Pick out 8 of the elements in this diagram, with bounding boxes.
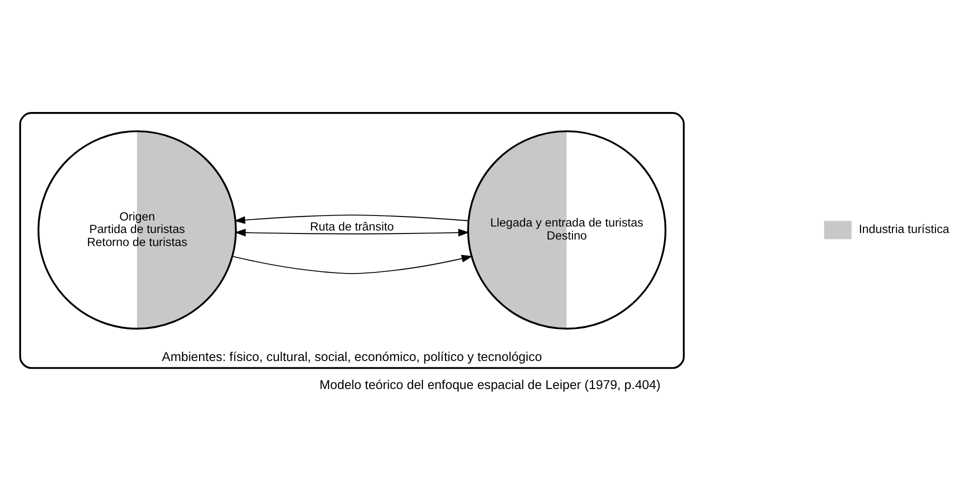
caption: Modelo teórico del enfoque espacial de Leiper (1979, p.404) bbox=[319, 377, 661, 392]
arrow bbox=[234, 228, 470, 236]
arrow bbox=[234, 214, 469, 224]
node-circle: Origen Partida de turistas Retorno de turistas bbox=[38, 130, 237, 330]
node-circle: Llegada y entrada de turistas Destino bbox=[467, 130, 666, 330]
legend-label: Industria turística bbox=[858, 222, 950, 236]
edge-label: Ruta de trânsito bbox=[310, 219, 394, 234]
arrow bbox=[232, 254, 473, 274]
